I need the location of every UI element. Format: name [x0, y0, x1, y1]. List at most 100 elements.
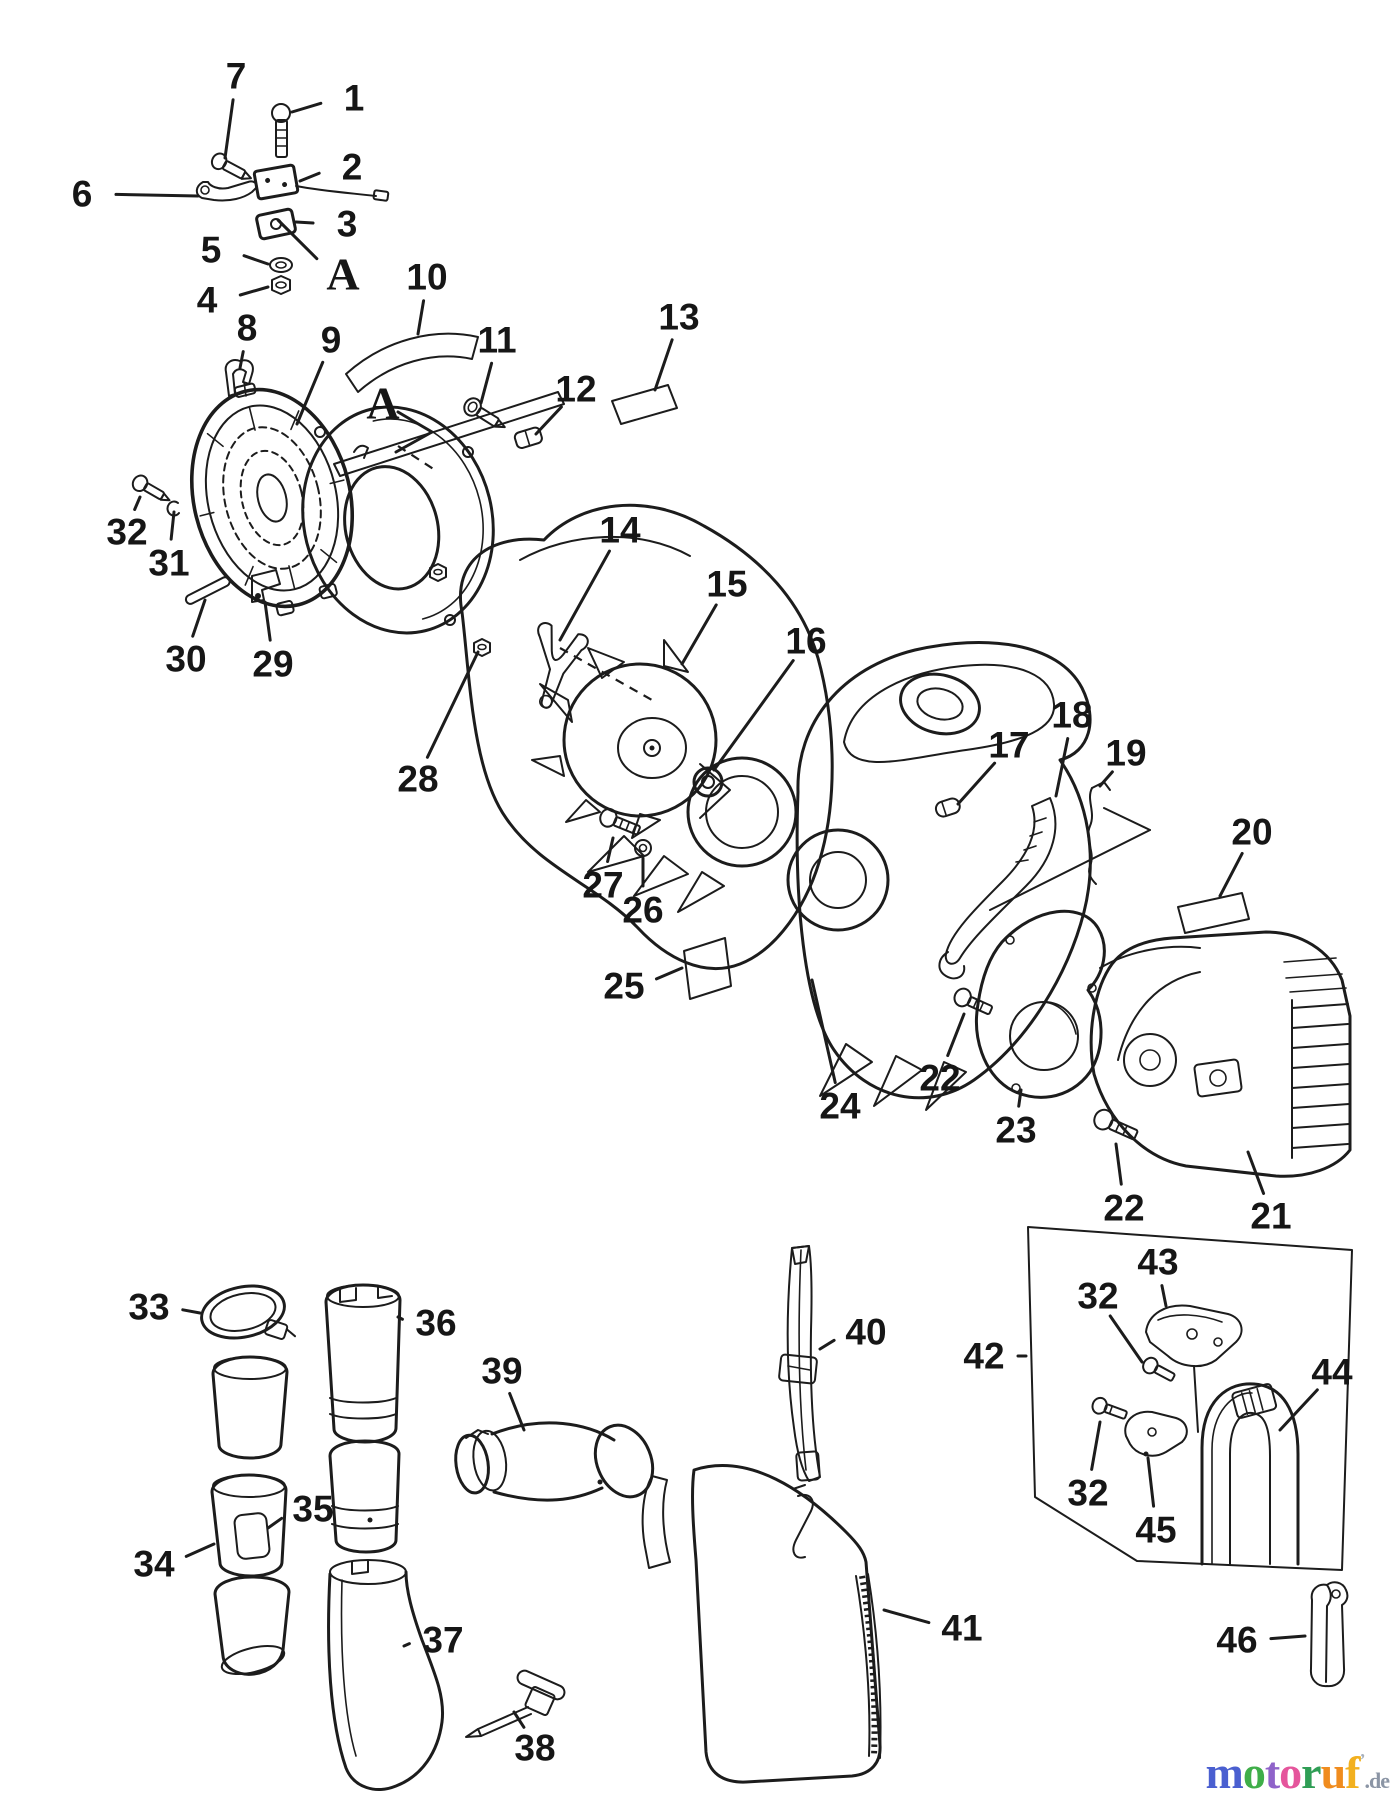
leader-line — [882, 1608, 931, 1625]
leader-line — [169, 510, 176, 541]
screw-part-11 — [463, 397, 506, 429]
fan-part-15 — [531, 639, 718, 839]
upper-bracket-part-43 — [1145, 1304, 1243, 1368]
part-callout-46: 46 — [1216, 1620, 1257, 1661]
leader-line — [295, 360, 325, 426]
throttle-lever-part-6 — [195, 180, 258, 202]
throttle-grip-part-18 — [938, 797, 1057, 980]
part-callout-17: 17 — [988, 725, 1029, 766]
logo-letter: o — [1279, 1747, 1302, 1798]
leader-line — [416, 299, 426, 336]
part-callout-44: 44 — [1311, 1352, 1353, 1393]
leader-line — [712, 659, 795, 772]
leader-line — [276, 218, 319, 261]
tube-part-34 — [210, 1473, 288, 1578]
part-callout-30: 30 — [165, 639, 206, 680]
part-callout-14: 14 — [599, 510, 641, 551]
leader-line — [810, 978, 837, 1085]
leader-line — [680, 603, 718, 666]
fan-cover-part-23 — [975, 909, 1106, 1099]
motoruf-watermark: motoruf’.de — [1206, 1750, 1390, 1796]
leader-line — [184, 1542, 216, 1558]
leader-line — [181, 1308, 202, 1315]
part-callout-25: 25 — [603, 966, 644, 1007]
part-callout-28: 28 — [397, 759, 438, 800]
backplate-housing-half — [301, 405, 495, 635]
part-callout-20: 20 — [1231, 812, 1272, 853]
leader-line — [294, 220, 315, 225]
clip-part-46 — [1309, 1581, 1349, 1688]
logo-letter: o — [1242, 1747, 1266, 1798]
part-callout-21: 21 — [1250, 1196, 1291, 1237]
leader-line — [1218, 851, 1244, 898]
part-callout-33: 33 — [128, 1287, 169, 1328]
logo-suffix: .de — [1364, 1768, 1390, 1793]
leader-line — [1098, 770, 1114, 788]
inset-box-part-42 — [1027, 1226, 1353, 1571]
part-callout-4: 4 — [197, 280, 218, 321]
leader-line — [508, 1391, 526, 1432]
tube-segment-upper-left — [211, 1355, 289, 1460]
bolt-part-1 — [271, 103, 291, 158]
part-callout-41: 41 — [941, 1608, 982, 1649]
part-callout-8: 8 — [237, 308, 258, 349]
view-marker-A: A — [366, 378, 399, 429]
circlip-part-31 — [166, 500, 180, 517]
bolt-part-27 — [599, 807, 641, 836]
elbow-tube-part-39 — [454, 1421, 655, 1502]
part-callout-11: 11 — [477, 320, 516, 361]
leader-line — [1017, 1088, 1023, 1108]
bracket-part-3 — [255, 207, 297, 241]
throttle-control-assembly — [195, 103, 390, 397]
leader-line — [1160, 1284, 1168, 1308]
leader-line — [238, 350, 245, 370]
part-callout-27: 27 — [582, 865, 623, 906]
leader-line — [1246, 1150, 1266, 1195]
leader-line — [1054, 737, 1070, 798]
leader-line — [133, 495, 142, 512]
clamp-part-12 — [513, 426, 543, 450]
leader-line — [653, 338, 674, 392]
leader-line — [479, 361, 494, 405]
top-rail — [333, 391, 565, 477]
leader-line — [946, 1012, 966, 1058]
part-callout-26: 26 — [622, 890, 663, 931]
screw-part-32-inset-lower — [1091, 1396, 1128, 1420]
logo-letter: f — [1345, 1747, 1360, 1798]
leader-line — [1269, 1634, 1307, 1641]
view-a-arrow — [394, 410, 434, 454]
part-callout-39: 39 — [481, 1351, 522, 1392]
part-callout-13: 13 — [658, 297, 699, 338]
rear-housing-with-handle — [786, 641, 1092, 1111]
leader-line — [1278, 1388, 1319, 1432]
assembly-line — [989, 829, 1151, 911]
blower-tube-part-36 — [324, 1283, 402, 1444]
leader-line — [114, 192, 200, 198]
part-callout-22: 22 — [1103, 1188, 1144, 1229]
part-callout-35: 35 — [292, 1489, 333, 1530]
tube-segment-lower-left — [213, 1575, 291, 1676]
fork-part-14 — [537, 621, 589, 709]
part-callout-45: 45 — [1135, 1510, 1176, 1551]
handle-part-44 — [1200, 1382, 1300, 1566]
part-callout-36: 36 — [415, 1303, 456, 1344]
switch-wire — [295, 185, 377, 197]
tube-segment-middle-right — [328, 1439, 401, 1554]
part-callout-5: 5 — [201, 230, 222, 271]
engine-part-21 — [1089, 930, 1352, 1178]
logo-mark: ’ — [1359, 1750, 1366, 1770]
nut-on-backplate — [429, 563, 447, 582]
leader-line — [1146, 1456, 1156, 1508]
leader-line — [191, 598, 207, 638]
hose-clamp-part-33 — [200, 1284, 297, 1340]
part-callout-29: 29 — [252, 644, 293, 685]
screw-part-32-left — [131, 474, 171, 502]
part-callout-43: 43 — [1137, 1242, 1178, 1283]
part-callout-9: 9 — [321, 320, 342, 361]
leader-line — [654, 966, 684, 981]
decal-part-20 — [1177, 892, 1250, 934]
part-callout-22: 22 — [919, 1058, 960, 1099]
leader-line — [396, 1315, 404, 1321]
part-callout-19: 19 — [1105, 733, 1146, 774]
